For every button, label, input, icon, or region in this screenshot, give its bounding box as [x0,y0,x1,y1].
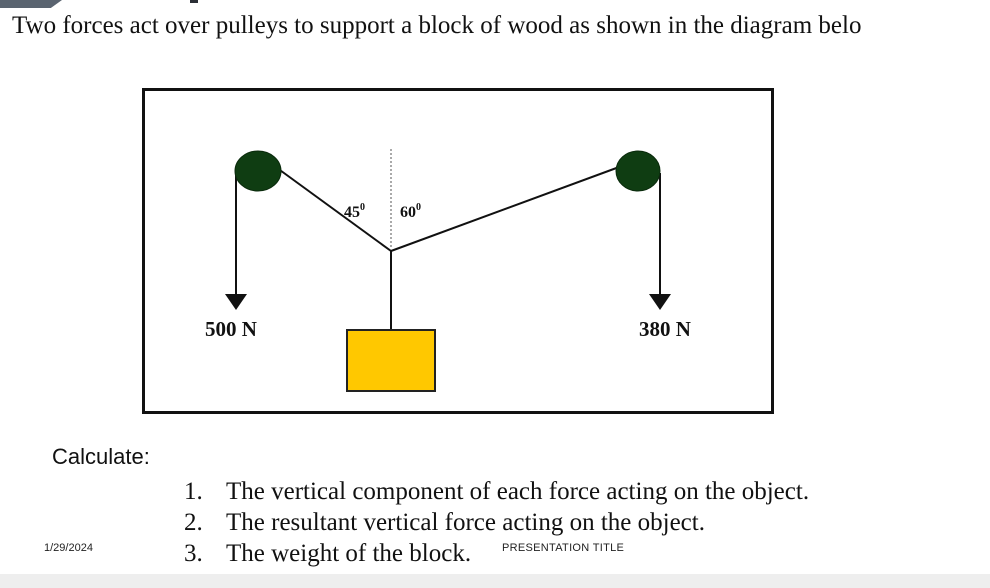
left-angle-label: 450 [344,202,365,221]
left-rope-diagonal [272,164,392,252]
right-rope-diagonal [390,162,631,252]
list-item: 2. The resultant vertical force acting on… [184,507,809,538]
right-angle-label: 600 [400,202,421,221]
list-item: 1. The vertical component of each force a… [184,476,809,507]
left-force-label: 500 N [205,317,257,341]
calculate-label: Calculate: [52,444,150,469]
pulley-diagram: 450 600 500 N 380 N [142,88,774,414]
footer-date: 1/29/2024 [44,542,93,554]
pulley-diagram-svg: 450 600 500 N 380 N [205,149,691,392]
wood-block [346,329,436,392]
list-item-number: 3. [184,540,203,567]
left-pulley [234,150,282,192]
right-pulley [615,150,661,192]
problem-statement: Two forces act over pulleys to support a… [12,12,862,39]
list-item-number: 2. [184,509,203,536]
task-list: 1. The vertical component of each force a… [184,476,809,569]
list-item-text: The vertical component of each force act… [226,478,810,505]
list-item-number: 1. [184,478,203,505]
left-force-arrowhead [225,294,247,310]
list-item-text: The resultant vertical force acting on t… [226,509,705,536]
right-force-label: 380 N [639,317,691,341]
slide-top-accent [190,0,198,3]
list-item: 3. The weight of the block. [184,538,809,569]
footer-presentation-title: PRESENTATION TITLE [502,542,625,554]
bottom-bar [0,574,990,588]
list-item-text: The weight of the block. [226,540,472,567]
right-force-arrowhead [649,294,671,310]
slide-corner-accent [0,0,62,8]
